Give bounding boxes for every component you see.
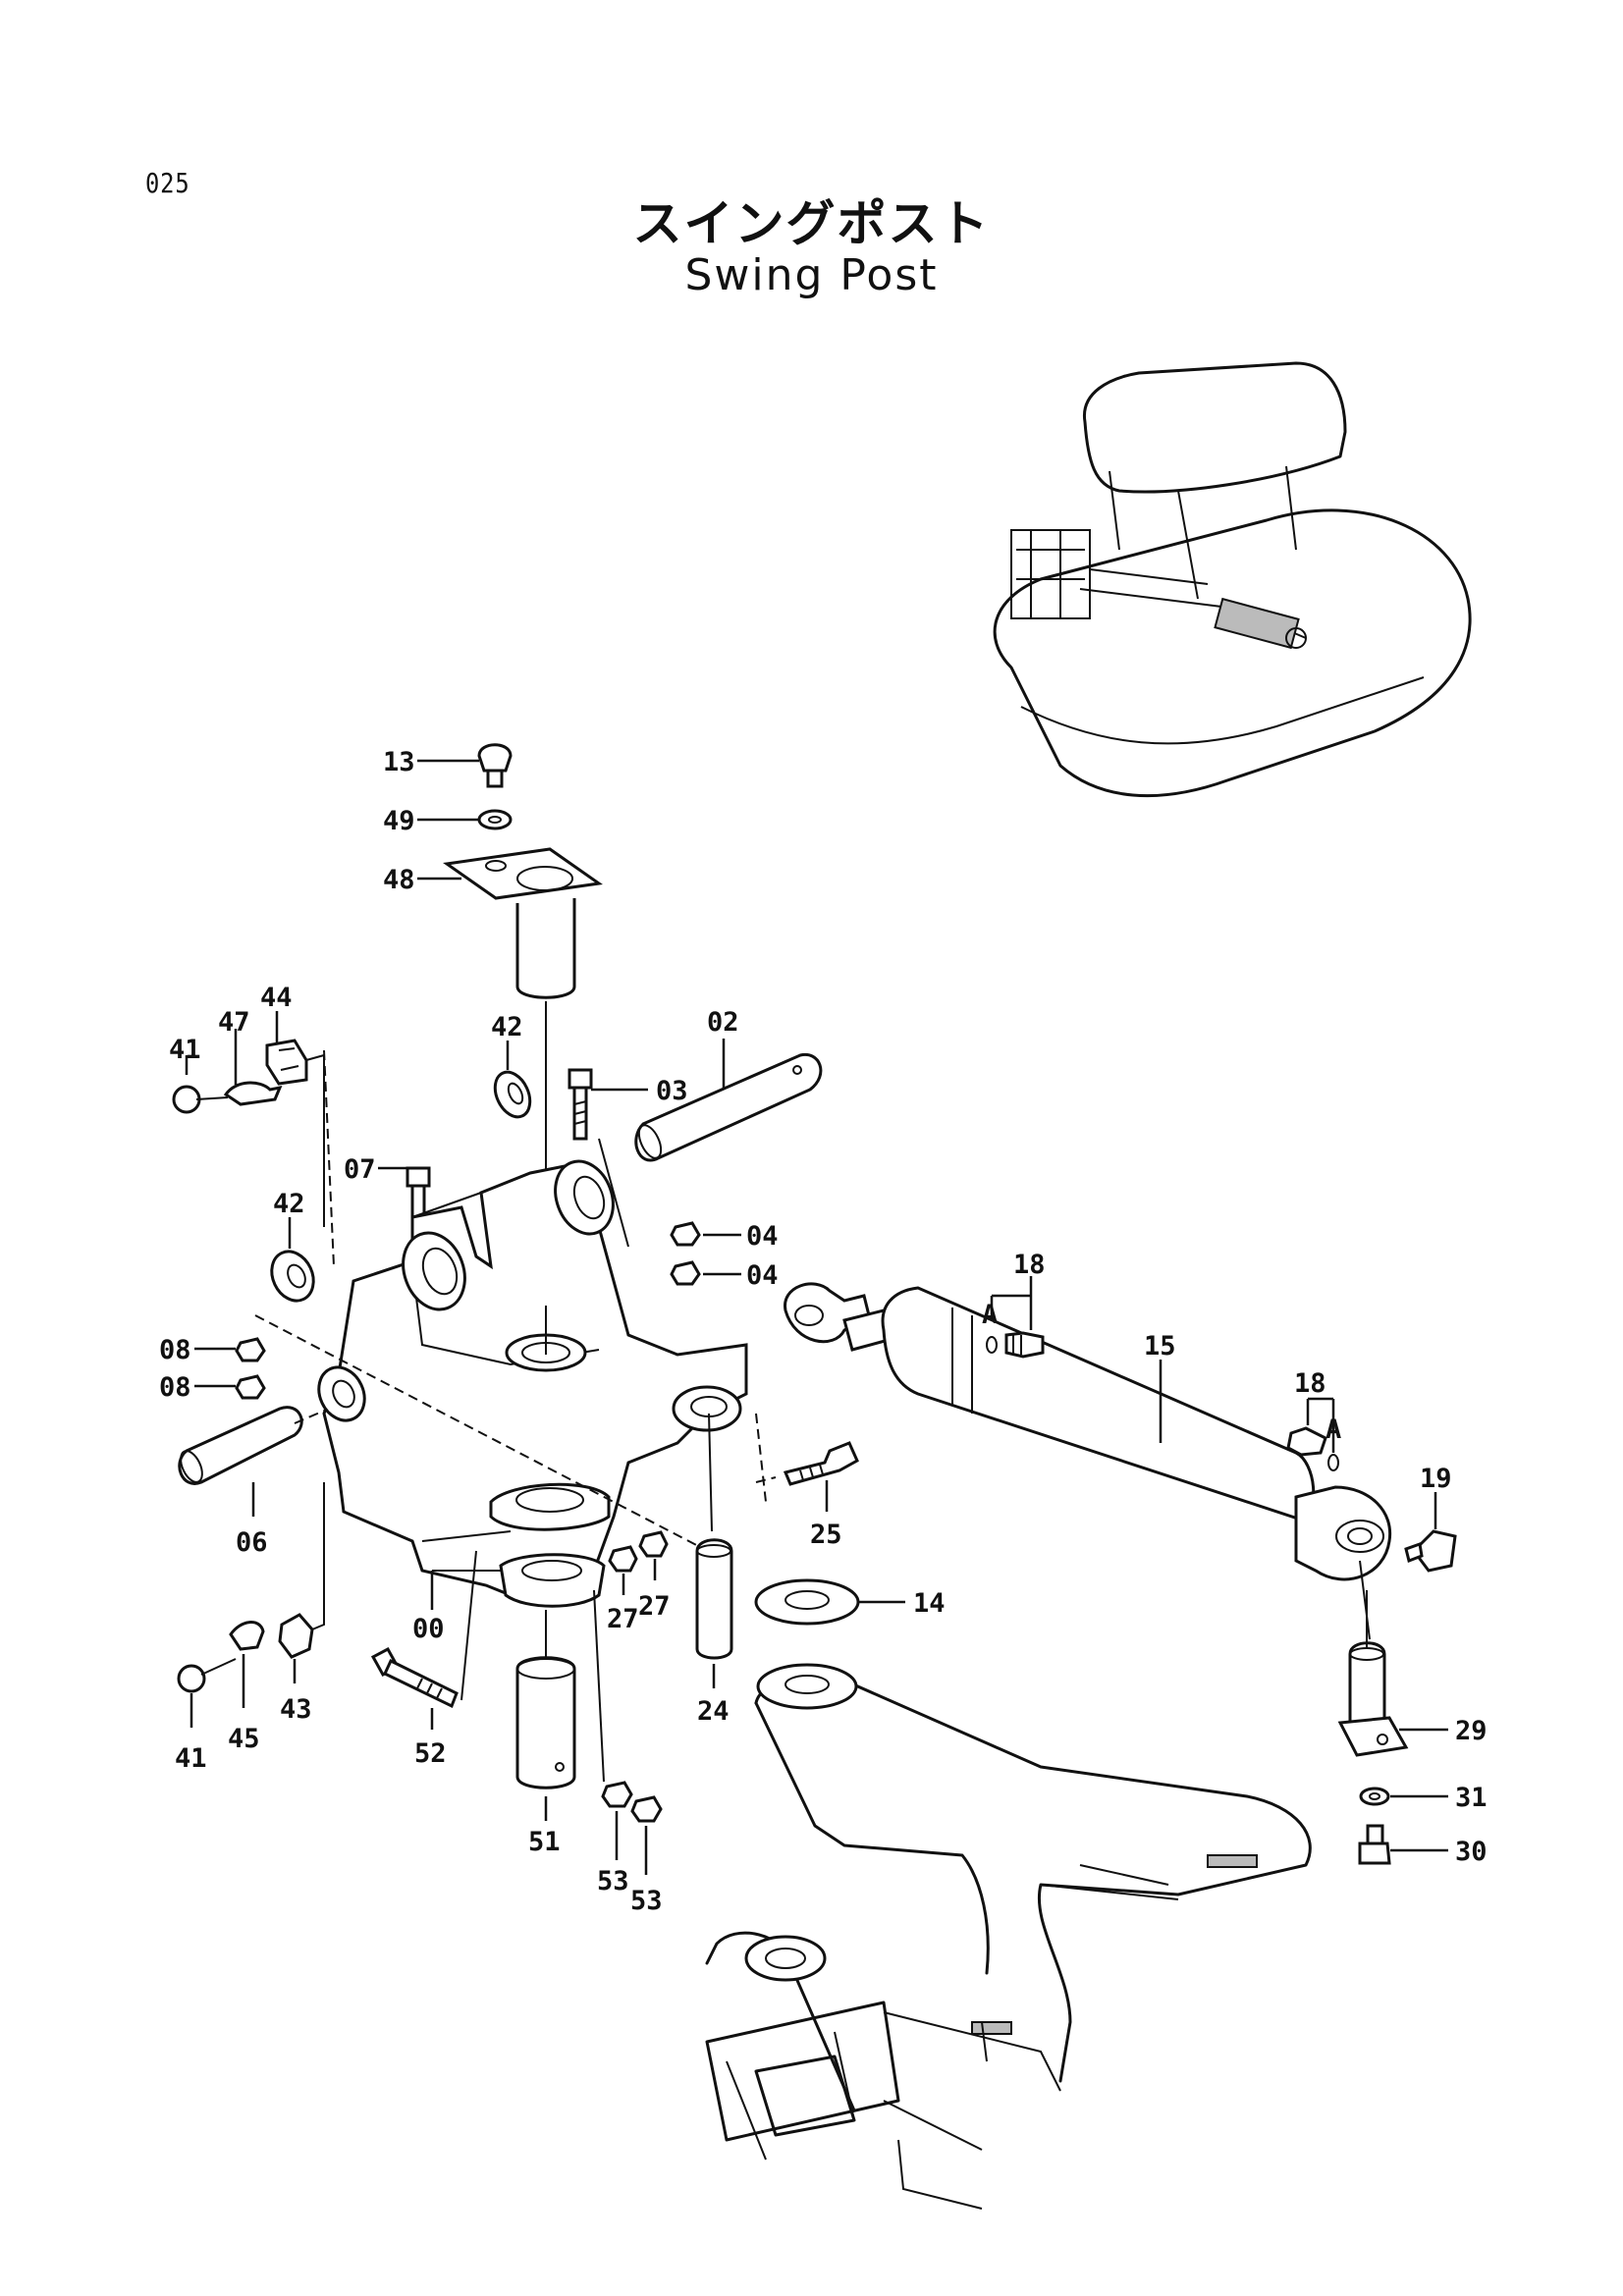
part-31-washer: 31 — [1359, 1783, 1488, 1813]
callout-42-upper: 42 — [491, 1012, 523, 1042]
callout-A-a: A — [982, 1300, 998, 1330]
callout-18-a: 18 — [1013, 1250, 1046, 1280]
callout-19: 19 — [1420, 1464, 1452, 1494]
callout-A-b: A — [1325, 1415, 1341, 1445]
callout-03: 03 — [656, 1076, 688, 1106]
callout-24: 24 — [697, 1696, 730, 1727]
callout-14: 14 — [913, 1588, 946, 1619]
callout-44: 44 — [260, 983, 293, 1013]
callout-52: 52 — [414, 1738, 447, 1769]
part-44-47-41-clamp: 44 47 41 — [169, 983, 335, 1267]
callout-15: 15 — [1144, 1331, 1176, 1362]
part-53-nuts: 53 53 — [593, 1589, 663, 1916]
callout-53-a: 53 — [597, 1866, 629, 1896]
part-02-pin: 02 — [634, 1007, 823, 1162]
callout-04-b: 04 — [746, 1260, 779, 1291]
part-03-bolt: 03 — [568, 1068, 688, 1141]
callout-13: 13 — [383, 747, 415, 777]
center-axis-line — [545, 1138, 1371, 1649]
part-08-nuts: 08 08 — [159, 1335, 266, 1403]
part-14-shim: 14 — [754, 1578, 946, 1626]
callout-41-top: 41 — [169, 1035, 201, 1065]
part-18-grease-fitting-rod: 18 A — [982, 1250, 1046, 1359]
machine-overview-inset — [993, 361, 1472, 798]
callout-07: 07 — [344, 1154, 376, 1185]
part-04-nuts: 04 04 — [670, 1221, 779, 1291]
part-15-swing-cylinder: 15 — [784, 1282, 1392, 1581]
callout-31: 31 — [1455, 1783, 1488, 1813]
part-42-thrust-washer-lower: 42 — [270, 1189, 315, 1303]
callout-06: 06 — [236, 1527, 268, 1558]
callout-27-b: 27 — [638, 1591, 671, 1622]
callout-29: 29 — [1455, 1716, 1488, 1746]
part-18-grease-fitting-head: 18 A — [1286, 1368, 1341, 1471]
part-19-elbow-fitting: 19 — [1404, 1464, 1457, 1573]
callout-25: 25 — [810, 1520, 842, 1550]
part-30-bolt: 30 — [1358, 1824, 1488, 1867]
callout-08-b: 08 — [159, 1372, 191, 1403]
callout-42-lower: 42 — [273, 1189, 305, 1219]
callout-41-bottom: 41 — [175, 1743, 207, 1774]
callout-04-a: 04 — [746, 1221, 779, 1252]
callout-51: 51 — [528, 1827, 561, 1857]
callout-27-a: 27 — [607, 1604, 639, 1634]
part-49-washer: 49 — [383, 806, 513, 836]
callout-08-a: 08 — [159, 1335, 191, 1365]
part-27-nuts: 27 27 — [607, 1530, 671, 1634]
title-english: Swing Post — [684, 250, 939, 300]
part-25-bolt: 25 — [755, 1413, 859, 1550]
part-42-thrust-washer-upper: 42 — [491, 1012, 532, 1119]
callout-48: 48 — [383, 865, 415, 895]
part-00-swing-post: 00 — [254, 1159, 748, 1644]
callout-49: 49 — [383, 806, 415, 836]
part-13-grease-fitting: 13 — [383, 743, 513, 788]
callout-43: 43 — [280, 1694, 312, 1725]
part-43-45-41-lower-clamp: 43 45 41 — [175, 1482, 325, 1774]
callout-18-b: 18 — [1294, 1368, 1326, 1399]
part-48-pin-plate: 48 — [383, 847, 603, 1306]
callout-30: 30 — [1455, 1837, 1488, 1867]
upper-frame — [705, 1663, 1312, 2210]
title-japanese: スイングポスト — [632, 195, 991, 252]
callout-00: 00 — [412, 1614, 445, 1644]
part-29-pin: 29 — [1337, 1641, 1488, 1757]
page-number: 025 — [145, 167, 190, 199]
callout-45: 45 — [228, 1724, 260, 1754]
callout-53-b: 53 — [630, 1886, 663, 1916]
part-51-bushing: 51 — [515, 1610, 576, 1857]
callout-47: 47 — [218, 1007, 250, 1038]
callout-02: 02 — [707, 1007, 739, 1038]
part-06-pin: 06 — [178, 1393, 364, 1558]
part-24-pin: 24 — [695, 1538, 733, 1727]
part-52-bolt: 52 — [370, 1550, 477, 1769]
